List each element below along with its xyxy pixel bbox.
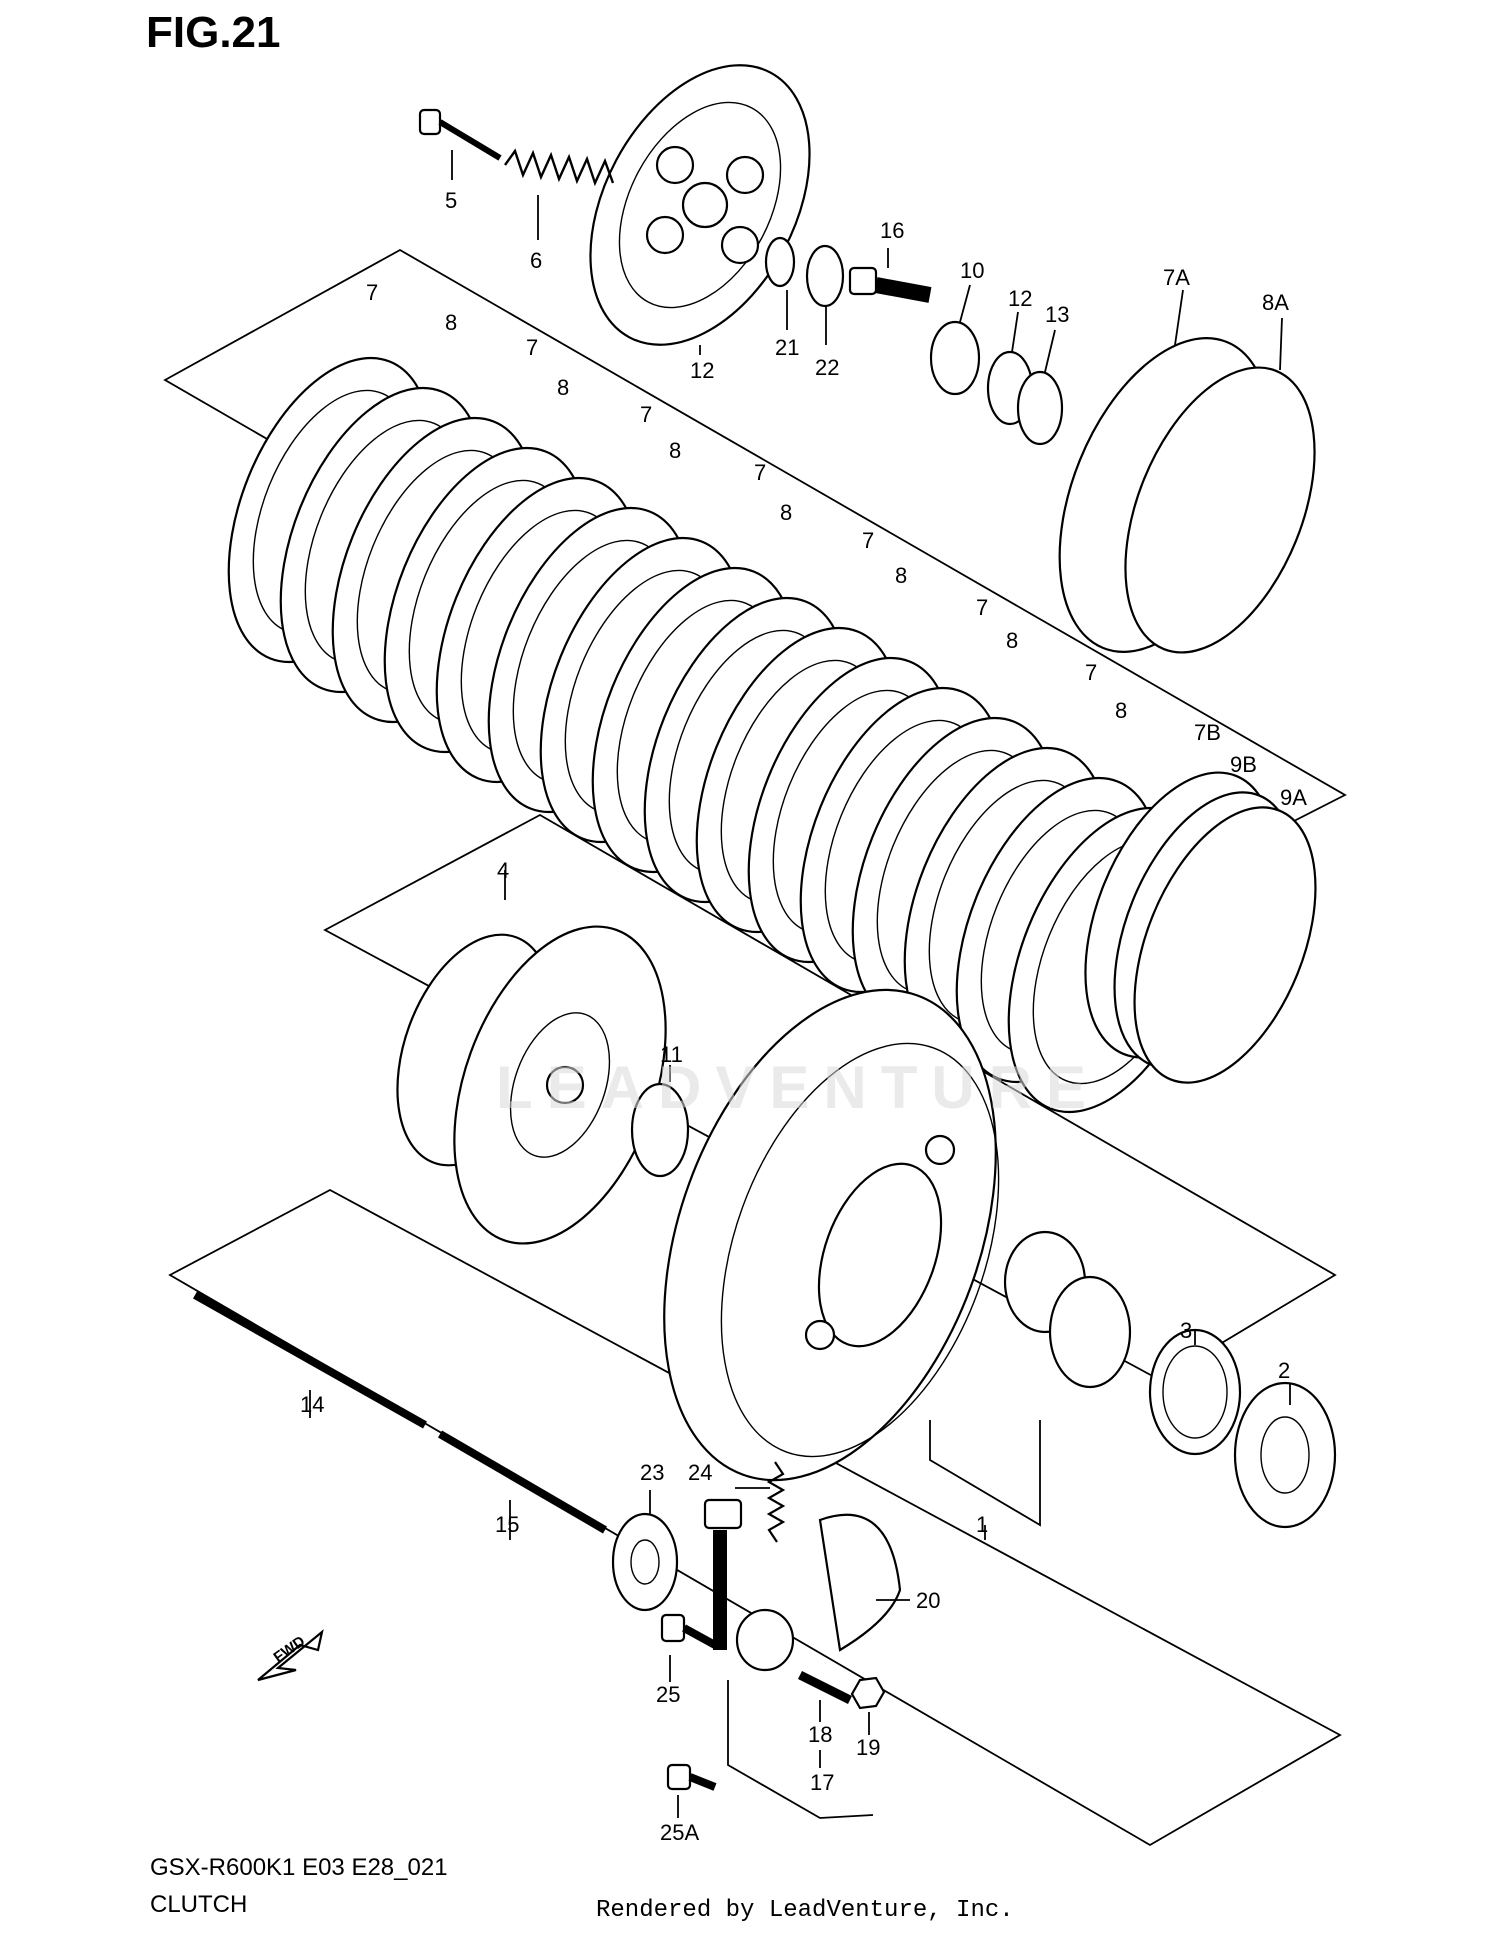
watermark: LEADVENTURE [496, 1054, 1101, 1121]
callout-10: 10 [960, 258, 984, 283]
clutch-housing-1 [663, 988, 1000, 1482]
nut-19 [850, 1676, 886, 1710]
render-credit: Rendered by LeadVenture, Inc. [596, 1897, 1014, 1924]
callout-25a: 25A [660, 1820, 699, 1845]
callout-1: 1 [976, 1512, 988, 1537]
pushrod-15 [437, 1430, 608, 1534]
bearing-22 [805, 244, 845, 308]
callout-5: 5 [445, 188, 457, 213]
callout-3: 3 [1180, 1318, 1192, 1343]
callout-19: 19 [856, 1735, 880, 1760]
callout-7: 7 [754, 460, 766, 485]
callout-8a: 8A [1262, 290, 1289, 315]
pushrod-14 [193, 1291, 427, 1429]
callout-12: 12 [690, 358, 714, 383]
washer-13 [1016, 370, 1064, 446]
callout-22: 22 [815, 355, 839, 380]
callout-7: 7 [976, 595, 988, 620]
plate-8A [1124, 366, 1316, 654]
section-name: CLUTCH [150, 1891, 248, 1918]
callout-12: 12 [1008, 286, 1032, 311]
callout-24: 24 [688, 1460, 712, 1485]
washer-2 [1233, 1381, 1337, 1529]
washer-11 [630, 1082, 690, 1178]
leader-lines [309, 150, 1291, 1819]
callout-4: 4 [497, 858, 509, 883]
callout-8: 8 [895, 563, 907, 588]
nut-10 [929, 320, 981, 396]
callout-8: 8 [557, 375, 569, 400]
pressure-plate [589, 64, 811, 346]
figure-title: FIG.21 [146, 8, 281, 57]
callout-8: 8 [1006, 628, 1018, 653]
callout-labels: 56121621221012137A8A787878787878787B9B9A… [300, 188, 1307, 1845]
callout-25: 25 [656, 1682, 680, 1707]
fwd-arrow-icon: FWD [257, 1629, 324, 1682]
callout-7: 7 [862, 528, 874, 553]
callout-8: 8 [445, 310, 457, 335]
clutch-hub-4 [396, 925, 667, 1245]
callout-14: 14 [300, 1392, 324, 1417]
release-lever-17 [703, 1498, 795, 1672]
callout-21: 21 [775, 335, 799, 360]
spring-24 [766, 1461, 786, 1543]
callout-7b: 7B [1194, 720, 1221, 745]
sleeve [1003, 1230, 1132, 1389]
callout-7: 7 [640, 402, 652, 427]
pushrod-16 [848, 266, 932, 303]
model-code: GSX-R600K1 E03 E28_021 [150, 1854, 448, 1881]
callout-23: 23 [640, 1460, 664, 1485]
shaft-assembly-outline [168, 1188, 1342, 1847]
callout-11: 11 [660, 1042, 683, 1067]
adjuster-18 [797, 1670, 853, 1705]
clutch-plate-stack [227, 356, 1213, 1114]
callout-2: 2 [1278, 1358, 1290, 1383]
bearing-23 [611, 1512, 679, 1612]
bolt-5 [418, 108, 502, 161]
callout-8: 8 [1115, 698, 1127, 723]
callout-7a: 7A [1163, 265, 1190, 290]
callout-6: 6 [530, 248, 542, 273]
callout-8: 8 [780, 500, 792, 525]
callout-15: 15 [495, 1512, 519, 1537]
callout-17: 17 [810, 1770, 834, 1795]
callout-18: 18 [808, 1722, 832, 1747]
washer-21 [764, 236, 796, 288]
callout-7: 7 [366, 280, 378, 305]
callout-16: 16 [880, 218, 904, 243]
needle-bearing-3 [1148, 1328, 1242, 1456]
bolt-25A [666, 1763, 717, 1791]
callout-9a: 9A [1280, 785, 1307, 810]
callout-8: 8 [669, 438, 681, 463]
callout-7: 7 [1085, 660, 1097, 685]
callout-20: 20 [916, 1588, 940, 1613]
callout-7: 7 [526, 335, 538, 360]
spring-9A [1133, 806, 1317, 1084]
callout-9b: 9B [1230, 752, 1257, 777]
spring-6 [504, 148, 615, 187]
fwd-label: FWD [271, 1633, 309, 1667]
bolt-25 [660, 1613, 717, 1649]
callout-13: 13 [1045, 302, 1069, 327]
bracket-20 [818, 1513, 902, 1652]
